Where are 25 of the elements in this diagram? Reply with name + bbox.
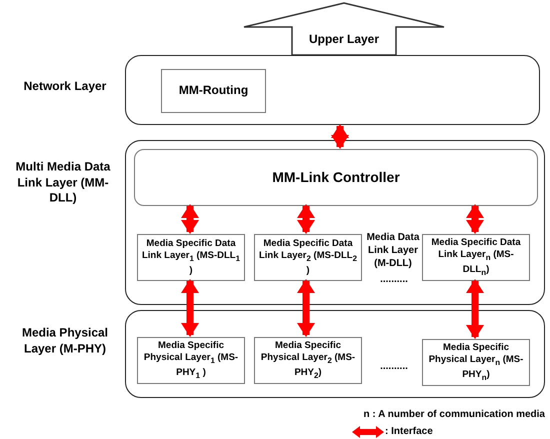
- layer-box: Media Specific Physical Layer$_{n}$ (MS-PHY$_{n}$): [422, 339, 530, 386]
- controller-panel: MM-Link Controller: [134, 149, 538, 206]
- double-arrow: [331, 124, 349, 149]
- legend-text: : Interface: [385, 425, 433, 438]
- layer-heading: Network Layer: [22, 79, 108, 95]
- upper-layer-arrow: [243, 2, 445, 56]
- layer-box: Media Specific Data Link Layer$_{1}$ (MS-DLL$_{1}$ ): [137, 234, 245, 281]
- double-arrow: [466, 204, 484, 234]
- bare-text: Media Data Link Layer (M-DLL): [366, 231, 420, 270]
- layer-box: Media Specific Physical Layer$_{2}$ (MS-PHY$_{2}$): [254, 337, 362, 384]
- layer-heading: Media Physical Layer (M-PHY): [20, 325, 110, 357]
- layer-box: Media Specific Physical Layer$_{1}$ (MS-PHY$_{1}$ ): [137, 337, 245, 384]
- ellipsis-dots: ..........: [379, 273, 409, 286]
- layer-box: Media Specific Data Link Layer$_{n}$ (MS-DLL$_{n}$): [422, 234, 530, 281]
- double-arrow: [297, 204, 315, 234]
- note-text: n : A number of communication media: [362, 408, 545, 421]
- layer-box: Media Specific Data Link Layer$_{2}$ (MS-DLL$_{2}$ ): [254, 234, 362, 281]
- ellipsis-dots: ..........: [379, 360, 409, 373]
- layer-heading: Multi Media Data Link Layer (MM-DLL): [14, 160, 112, 206]
- layer-box: MM-Routing: [161, 69, 266, 113]
- double-arrow: [466, 279, 484, 339]
- double-arrow: [297, 279, 315, 337]
- double-arrow: [181, 204, 199, 234]
- double-arrow: [181, 279, 199, 337]
- layer-label: Upper Layer: [308, 32, 380, 48]
